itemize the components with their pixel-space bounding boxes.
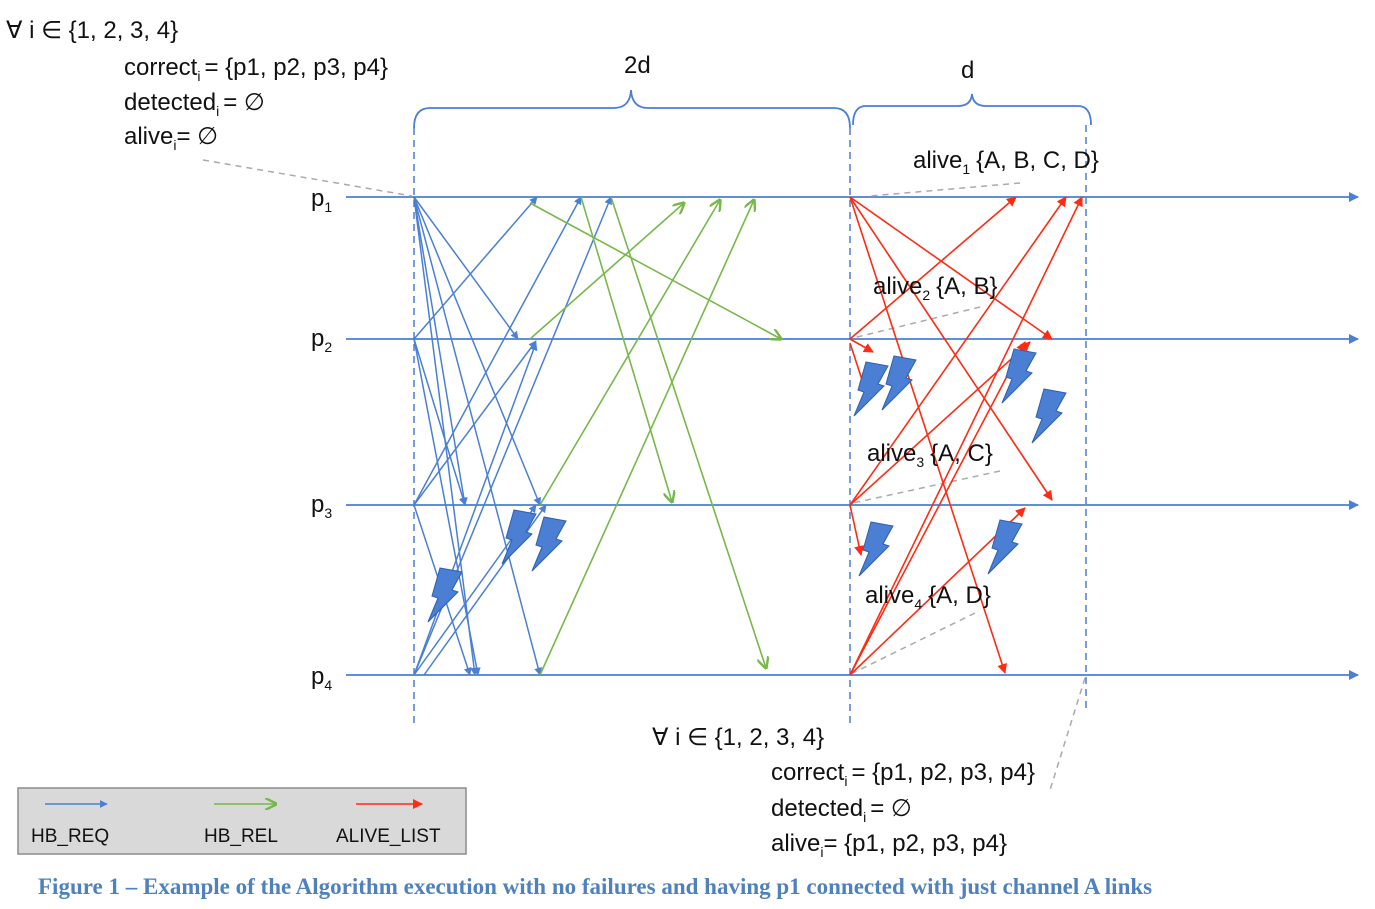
lightning-icon xyxy=(987,519,1023,575)
alive-list-arrow xyxy=(849,196,1053,501)
hb-req-arrow xyxy=(413,196,541,506)
correct-top: correcti= {p1, p2, p3, p4} xyxy=(124,54,388,84)
pointer-lines xyxy=(202,159,1086,791)
interval-2d-label: 2d xyxy=(624,52,651,79)
alive-list-arrow xyxy=(849,196,1053,340)
detected-bottom: detectedi= ∅ xyxy=(771,795,912,825)
hb-req-arrow xyxy=(413,338,467,506)
figure-caption: Figure 1 – Example of the Algorithm exec… xyxy=(38,874,1152,899)
hb-req-arrow xyxy=(413,338,481,676)
hb-rel-arrow xyxy=(580,196,672,502)
detected-top: detectedi= ∅ xyxy=(124,89,265,119)
hb-rel-arrow xyxy=(539,200,720,506)
hb-req-arrow xyxy=(413,342,538,676)
lightning-icon xyxy=(501,509,537,565)
interval-d-label: d xyxy=(961,57,974,84)
alive-list-arrow xyxy=(849,341,1031,506)
process-label-p4: p4 xyxy=(311,663,332,693)
legend: HB_REQ HB_REL ALIVE_LIST xyxy=(17,787,467,855)
process-label-p3: p3 xyxy=(311,491,332,521)
forall-bottom: ∀ i ∈ {1, 2, 3, 4} xyxy=(652,724,824,751)
hb-rel-arrow xyxy=(529,203,684,340)
lightning-icon xyxy=(858,521,894,577)
hb-req-arrow xyxy=(413,340,537,506)
final-state-block: ∀ i ∈ {1, 2, 3, 4} correcti= {p1, p2, p3… xyxy=(652,724,1035,860)
process-label-p1: p1 xyxy=(311,185,332,215)
alive-list-arrow xyxy=(849,341,1026,676)
legend-hb-rel-label: HB_REL xyxy=(204,826,278,847)
time-markers xyxy=(413,125,1087,728)
alive-set-p3: alive3{A, C} xyxy=(867,440,993,470)
alive-list-arrow xyxy=(849,196,1017,340)
alive-list-arrow xyxy=(849,196,1067,506)
brace-2d xyxy=(413,89,851,129)
hb-rel-arrow xyxy=(539,200,754,676)
hb-req-arrow xyxy=(413,196,538,340)
interval-braces xyxy=(413,89,1092,129)
lightning-bolts xyxy=(427,348,1067,623)
brace-d xyxy=(852,93,1092,126)
process-labels: p1 p2 p3 p4 xyxy=(311,185,332,693)
hb-req-arrow xyxy=(413,196,468,506)
alive-set-p2: alive2{A, B} xyxy=(873,273,998,303)
alive-set-p1: alive1{A, B, C, D} xyxy=(913,147,1099,177)
alive-list-arrow xyxy=(849,504,864,556)
alive-list-arrow xyxy=(849,338,874,353)
forall-top: ∀ i ∈ {1, 2, 3, 4} xyxy=(6,17,178,44)
initial-state-block: ∀ i ∈ {1, 2, 3, 4} correcti= {p1, p2, p3… xyxy=(6,17,388,153)
alive-bottom: alivei= {p1, p2, p3, p4} xyxy=(771,830,1007,860)
hb-req-arrow xyxy=(413,196,543,676)
lightning-icon xyxy=(1001,348,1037,404)
lightning-icon xyxy=(531,516,567,572)
lightning-icon xyxy=(853,361,889,417)
alive-top: alivei= ∅ xyxy=(124,123,218,153)
alive-list-messages xyxy=(849,196,1083,676)
hb-rel-arrow xyxy=(529,202,781,339)
legend-alive-list-label: ALIVE_LIST xyxy=(336,826,441,847)
process-label-p2: p2 xyxy=(311,325,332,355)
legend-box xyxy=(17,787,467,855)
lightning-icon xyxy=(881,355,917,411)
legend-hb-req-label: HB_REQ xyxy=(31,826,109,847)
lightning-icon xyxy=(1031,388,1067,444)
process-timelines xyxy=(346,192,1359,680)
hb-req-arrow xyxy=(413,196,519,340)
alive-list-arrow xyxy=(849,196,1083,676)
alive-set-p4: alive4{A, D} xyxy=(865,582,991,612)
alive-set-labels: alive1{A, B, C, D} alive2{A, B} alive3{A… xyxy=(865,147,1099,612)
hb-rel-arrow xyxy=(610,196,766,668)
correct-bottom: correcti= {p1, p2, p3, p4} xyxy=(771,759,1035,789)
hb-req-arrow xyxy=(413,196,582,506)
lightning-icon xyxy=(427,567,463,623)
hb-rel-messages xyxy=(529,196,781,676)
